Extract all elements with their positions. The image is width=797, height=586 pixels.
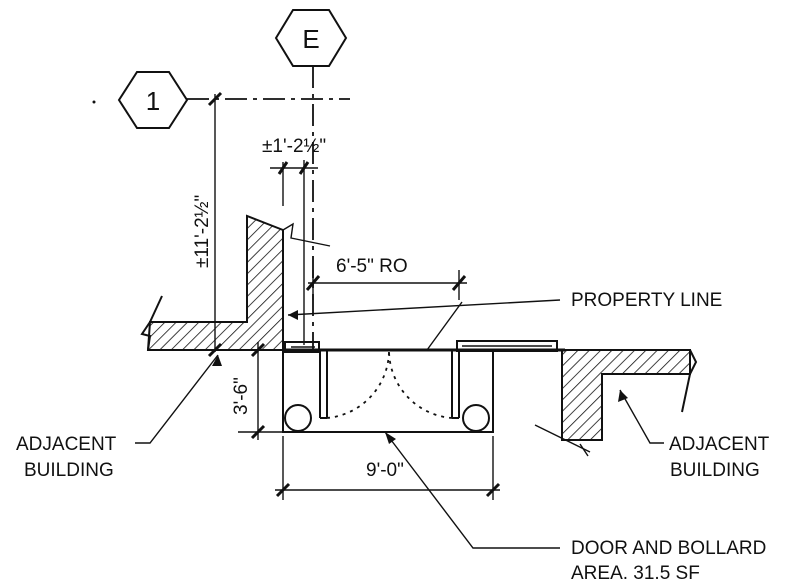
dimension-rough-opening-label: 6'-5" RO (336, 256, 408, 277)
stray-dot (92, 100, 96, 104)
property-line-label: PROPERTY LINE (571, 290, 722, 311)
adjacent-right-label-2: BUILDING (670, 460, 760, 481)
bollard-right (462, 404, 490, 432)
adjacent-right-callout: ADJACENT BUILDING (618, 389, 770, 481)
dimension-rough-opening: 6'-5" RO (305, 256, 467, 300)
door-swing-right (388, 349, 453, 419)
property-line-leader: PROPERTY LINE (287, 290, 722, 351)
grid-tag-1: 1 (117, 71, 189, 129)
dimension-vertical-offset: ±11'-2½" (192, 91, 223, 358)
grid-tag-1-label: 1 (146, 86, 160, 116)
door-area-label-1: DOOR AND BOLLARD (571, 538, 766, 559)
dimension-bollard-width: 9'-0" (275, 436, 501, 500)
window-left (284, 341, 320, 353)
adjacent-left-callout: ADJACENT BUILDING (16, 354, 222, 481)
dimension-bollard-width-label: 9'-0" (366, 460, 404, 481)
window-right (456, 340, 558, 352)
dimension-vertical-offset-label: ±11'-2½" (192, 195, 213, 268)
dimension-bollard-depth: 3'-6" (231, 342, 283, 440)
adjacent-left-label-1: ADJACENT (16, 434, 117, 455)
bollard-left (284, 404, 312, 432)
adjacent-building-left (140, 214, 331, 351)
door-area-label-2: AREA. 31.5 SF (571, 563, 700, 584)
dimension-top-offset-label: ±1'-2½" (262, 136, 326, 157)
door-area-callout: DOOR AND BOLLARD AREA. 31.5 SF (384, 431, 766, 584)
adjacent-left-label-2: BUILDING (24, 460, 114, 481)
door-swing-left (326, 349, 390, 419)
adjacent-building-right (534, 349, 698, 457)
door-bollard-area (282, 349, 494, 433)
adjacent-right-label-1: ADJACENT (669, 434, 770, 455)
grid-tag-e-label: E (302, 24, 319, 54)
dimension-bollard-depth-label: 3'-6" (231, 377, 252, 415)
grid-tag-e: E (274, 9, 348, 67)
